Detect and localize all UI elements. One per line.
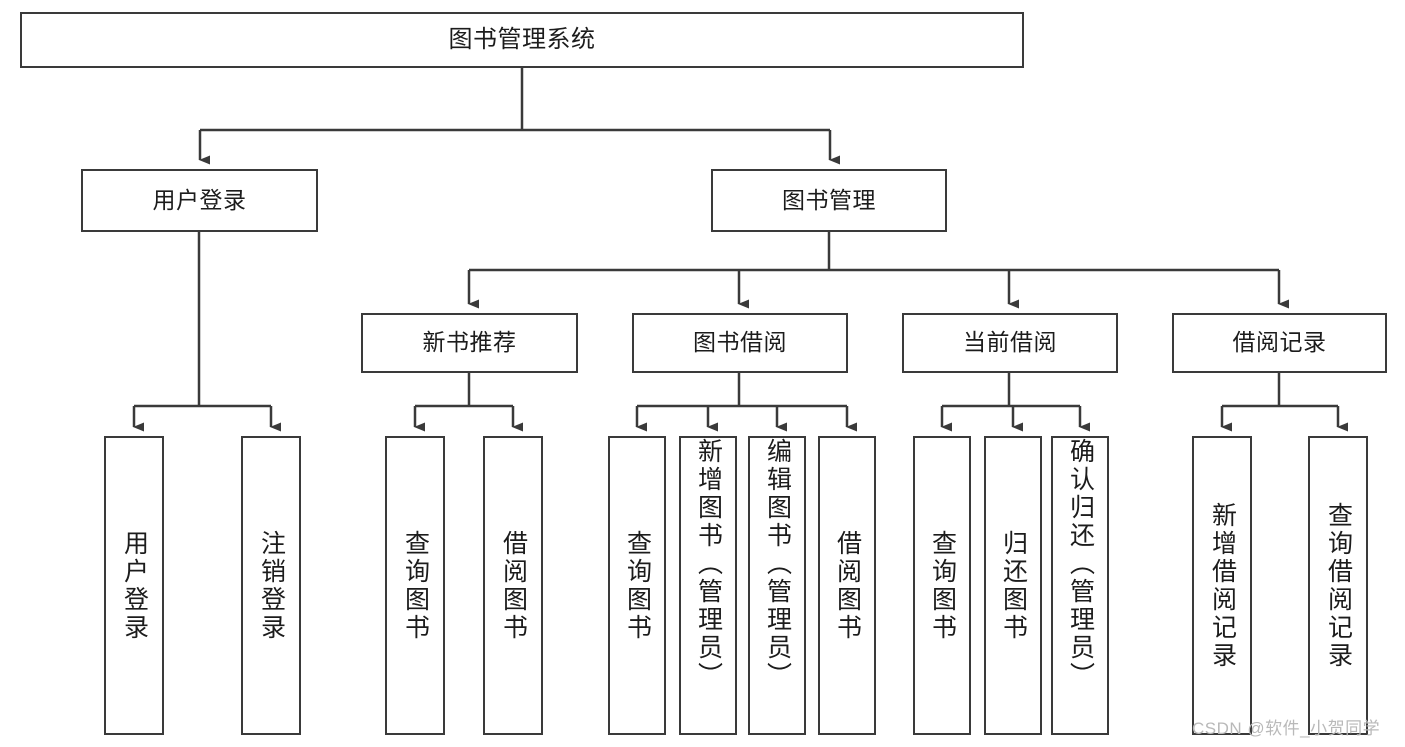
node-leaf-edit-book-admin-label: 编辑图书（管理员） xyxy=(763,438,792,690)
node-book-management[interactable]: 图书管理 xyxy=(711,169,947,232)
node-leaf-query-borrow-record[interactable]: 查询借阅记录 xyxy=(1308,436,1368,735)
node-leaf-borrow-book-1-label: 借阅图书 xyxy=(499,529,528,642)
node-leaf-return-book-label: 归还图书 xyxy=(999,529,1028,642)
node-leaf-borrow-book-1[interactable]: 借阅图书 xyxy=(483,436,543,735)
node-leaf-query-book-3[interactable]: 查询图书 xyxy=(913,436,971,735)
node-leaf-query-book-2[interactable]: 查询图书 xyxy=(608,436,666,735)
node-book-borrow[interactable]: 图书借阅 xyxy=(632,313,848,373)
watermark-text: CSDN @软件_小贺同学 xyxy=(1192,719,1381,738)
node-new-book-recommend[interactable]: 新书推荐 xyxy=(361,313,578,373)
node-new-book-recommend-label: 新书推荐 xyxy=(422,329,517,356)
node-leaf-add-book-admin[interactable]: 新增图书（管理员） xyxy=(679,436,737,735)
node-leaf-add-borrow-record-label: 新增借阅记录 xyxy=(1208,501,1237,670)
node-book-management-label: 图书管理 xyxy=(782,186,876,213)
node-book-borrow-label: 图书借阅 xyxy=(693,329,787,356)
node-leaf-user-login[interactable]: 用户登录 xyxy=(104,436,164,735)
node-leaf-borrow-book-2[interactable]: 借阅图书 xyxy=(818,436,876,735)
node-user-login[interactable]: 用户登录 xyxy=(81,169,318,232)
node-borrow-record[interactable]: 借阅记录 xyxy=(1172,313,1387,373)
node-leaf-user-login-label: 用户登录 xyxy=(120,529,149,642)
node-borrow-record-label: 借阅记录 xyxy=(1232,329,1327,356)
node-leaf-query-borrow-record-label: 查询借阅记录 xyxy=(1324,501,1353,670)
node-leaf-query-book-3-label: 查询图书 xyxy=(928,529,957,642)
node-current-borrow[interactable]: 当前借阅 xyxy=(902,313,1118,373)
node-root-label: 图书管理系统 xyxy=(448,25,596,53)
node-leaf-add-book-admin-label: 新增图书（管理员） xyxy=(694,438,723,690)
node-leaf-logout-login[interactable]: 注销登录 xyxy=(241,436,301,735)
node-leaf-query-book-1-label: 查询图书 xyxy=(401,529,430,642)
node-leaf-edit-book-admin[interactable]: 编辑图书（管理员） xyxy=(748,436,806,735)
node-user-login-label: 用户登录 xyxy=(152,186,247,213)
node-current-borrow-label: 当前借阅 xyxy=(963,329,1057,356)
node-leaf-confirm-return-admin-label: 确认归还（管理员） xyxy=(1066,438,1095,690)
node-leaf-confirm-return-admin[interactable]: 确认归还（管理员） xyxy=(1051,436,1109,735)
node-leaf-borrow-book-2-label: 借阅图书 xyxy=(833,529,862,642)
node-leaf-query-book-1[interactable]: 查询图书 xyxy=(385,436,445,735)
node-leaf-logout-login-label: 注销登录 xyxy=(257,529,286,642)
node-leaf-add-borrow-record[interactable]: 新增借阅记录 xyxy=(1192,436,1252,735)
node-root-system[interactable]: 图书管理系统 xyxy=(20,12,1024,68)
node-leaf-query-book-2-label: 查询图书 xyxy=(623,529,652,642)
node-leaf-return-book[interactable]: 归还图书 xyxy=(984,436,1042,735)
